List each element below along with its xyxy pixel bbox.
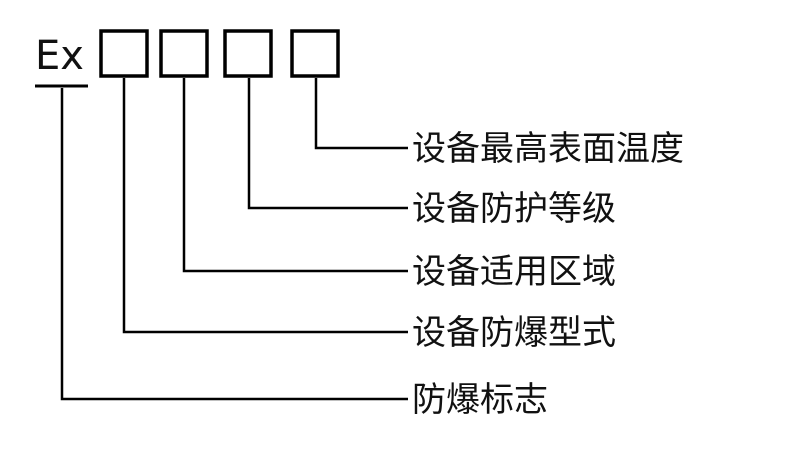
label-explosion-proof-type: 设备防爆型式: [412, 313, 616, 353]
connector-line-3: [247, 78, 408, 210]
label-applicable-zone: 设备适用区域: [412, 252, 616, 292]
connector-line-1: [122, 78, 408, 334]
connector-line-4: [314, 78, 408, 150]
connector-line-ex: [60, 88, 408, 401]
connector-line-2: [182, 78, 408, 273]
placeholder-box-4: [290, 29, 340, 78]
placeholder-box-3: [223, 29, 273, 78]
label-explosion-proof-mark: 防爆标志: [412, 380, 548, 420]
ex-prefix: Ex: [35, 33, 84, 79]
label-max-surface-temperature: 设备最高表面温度: [412, 129, 684, 169]
placeholder-box-1: [99, 29, 149, 78]
label-protection-level: 设备防护等级: [412, 189, 616, 229]
placeholder-box-2: [159, 29, 209, 78]
